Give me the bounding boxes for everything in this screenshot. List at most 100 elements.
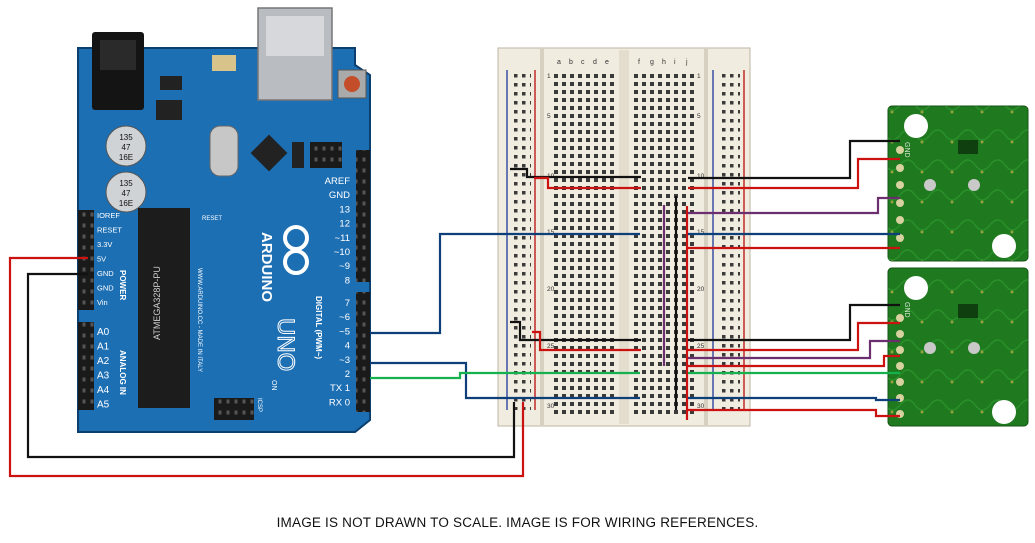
power-pin-label: IOREF: [97, 211, 120, 220]
right-power-rail: [712, 70, 745, 410]
capacitor-1: 135 47 16E: [105, 125, 147, 167]
digital-pin-label: ~3: [339, 355, 350, 366]
wire-sensor-top-red: [688, 157, 900, 190]
analog-pin-label: A2: [97, 356, 110, 367]
svg-text:47: 47: [122, 189, 131, 198]
digital-pin-label: 12: [339, 219, 350, 230]
digital-pin-label: 8: [345, 275, 350, 286]
svg-text:135: 135: [119, 133, 133, 142]
digital-header-bottom: [356, 292, 370, 412]
wire-sensor-bottom-red: [688, 321, 900, 352]
digital-label: DIGITAL (PWM~): [314, 296, 323, 359]
breadboard-row-label: 30: [547, 403, 555, 410]
breadboard-row-label: 25: [547, 343, 555, 350]
wire-pin5-blue: [370, 232, 640, 335]
reset-label: RESET: [202, 216, 222, 222]
power-pin-label: GND: [97, 284, 114, 293]
analog-pin-label: A5: [97, 400, 110, 411]
breadboard-row-label: 30: [697, 403, 705, 410]
breadboard-row-label: 15: [697, 229, 705, 236]
breadboard-row-label: 1: [697, 73, 701, 80]
breadboard-row-label: 1: [547, 73, 551, 80]
analog-pin-label: A3: [97, 371, 110, 382]
breadboard-column-label: c: [581, 59, 585, 66]
breadboard-column-label: j: [685, 59, 688, 66]
jumper-vcc-bottom: [532, 330, 641, 352]
atmega-chip: [138, 208, 190, 408]
breadboard-column-label: g: [650, 59, 654, 66]
breadboard-column-label: a: [557, 59, 561, 66]
digital-pin-label: ~11: [335, 233, 350, 244]
wire-sensor-bottom-red3: [688, 408, 900, 418]
reset-button: [337, 69, 367, 99]
digital-header-top: [356, 150, 370, 282]
power-pin-label: GND: [97, 269, 114, 278]
breadboard-row-label: 5: [697, 113, 701, 120]
digital-pin-label: 4: [345, 341, 350, 352]
jumper-gnd-top: [510, 167, 641, 179]
jumper-gnd-bottom: [510, 320, 641, 342]
sensor-bottom-gnd-label: GND: [903, 302, 910, 318]
breadboard-row-label: 10: [697, 173, 705, 180]
svg-text:16E: 16E: [119, 153, 133, 162]
wire-pin2-green: [370, 371, 640, 380]
arduino-logo: [283, 225, 309, 275]
svg-text:47: 47: [122, 143, 131, 152]
power-pin-label: 3.3V: [97, 240, 112, 249]
sensor-top-gnd-label: GND: [903, 142, 910, 158]
analog-label: ANALOG IN: [118, 350, 127, 395]
analog-header: [78, 322, 94, 410]
icsp-header: [214, 398, 254, 420]
power-pin-label: Vin: [97, 298, 108, 307]
digital-pin-label: ~5: [339, 326, 350, 337]
wire-sensor-top-black: [688, 139, 900, 180]
wire-5v-red: [8, 256, 525, 478]
svg-text:135: 135: [119, 179, 133, 188]
breadboard-column-label: i: [674, 59, 676, 66]
digital-pin-label: 2: [345, 369, 350, 380]
wire-pin3-blue: [370, 361, 640, 400]
breadboard-column-label: d: [593, 59, 597, 66]
svg-text:16E: 16E: [119, 199, 133, 208]
sensor-module-top: GND: [887, 105, 1029, 262]
breadboard-row-label: 20: [547, 286, 555, 293]
breadboard-column-label: b: [569, 59, 573, 66]
power-label: POWER: [118, 270, 127, 300]
wire-sensor-bottom-black: [688, 303, 900, 342]
breadboard-row-label: 15: [547, 229, 555, 236]
power-pin-label: 5V: [97, 255, 106, 264]
brand-text: ARDUINO: [258, 232, 275, 302]
digital-pin-label: GND: [329, 190, 350, 201]
left-power-rail: [506, 70, 536, 410]
power-header: [78, 210, 94, 310]
digital-pin-label: 7: [345, 298, 350, 309]
wire-gnd-black: [26, 272, 516, 459]
made-in-text: WWW.ARDUINO.CC - MADE IN ITALY: [196, 268, 202, 372]
breadboard-row-label: 25: [697, 343, 705, 350]
on-label: ON: [270, 380, 277, 391]
analog-pin-label: A0: [97, 327, 110, 338]
wires: [8, 139, 900, 478]
digital-pin-label: ~9: [339, 261, 350, 272]
breadboard-column-label: h: [662, 59, 666, 66]
digital-pin-label: RX 0: [329, 397, 350, 408]
analog-pin-label: A4: [97, 385, 110, 396]
breadboard-row-label: 20: [697, 286, 705, 293]
wire-sensor-top-purple: [688, 196, 900, 215]
breadboard-row-label: 5: [547, 113, 551, 120]
capacitor-2: 135 47 16E: [105, 171, 147, 213]
arduino-uno-board: 135 47 16E 135 47 16E ATMEGA328P-PU: [77, 7, 371, 433]
analog-pin-label: A1: [97, 342, 110, 353]
breadboard-column-label: e: [605, 59, 609, 66]
digital-pin-label: AREF: [325, 176, 351, 187]
digital-pin-label: TX 1: [330, 383, 350, 394]
terminal-strip-left: [553, 72, 614, 416]
digital-pin-label: ~10: [334, 247, 350, 258]
